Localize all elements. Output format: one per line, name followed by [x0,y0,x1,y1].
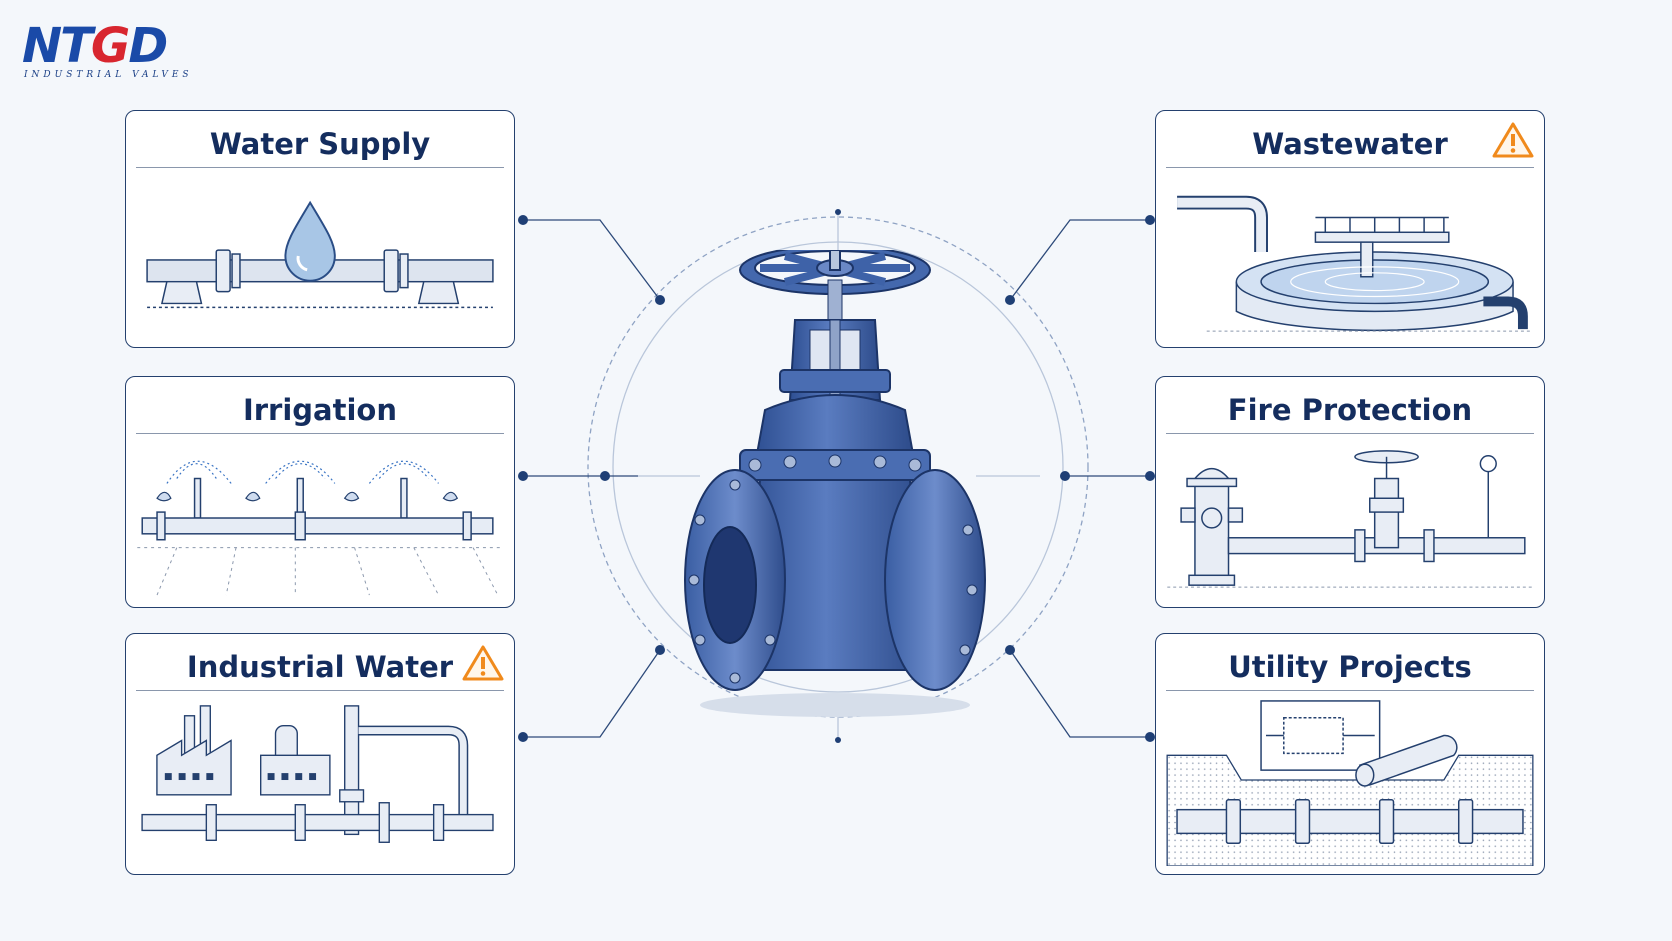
gate-valve-illustration [684,250,986,717]
warning-icon [1492,122,1534,158]
irrigation-illustration [136,439,504,599]
water-drop-icon [284,200,336,282]
connector-water-supply [523,219,661,301]
company-logo: NTGD INDUSTRIAL VALVES [22,20,212,82]
card-fire-protection: Fire Protection [1155,376,1545,608]
connector-industrial-water [523,649,661,738]
card-irrigation: Irrigation [125,376,515,608]
card-title: Fire Protection [1166,387,1534,434]
treatment-tank-illustration [1166,173,1534,339]
outer-ring [587,216,1089,718]
warning-icon [462,645,504,681]
handwheel [739,250,931,295]
card-title: Utility Projects [1166,644,1534,691]
logo-wordmark: NTGD [22,18,168,74]
connector-utility-projects [1009,649,1150,738]
card-water-supply: Water Supply [125,110,515,348]
card-industrial-water: Industrial Water [125,633,515,875]
card-utility-projects: Utility Projects [1155,633,1545,875]
connector-wastewater [1009,219,1150,301]
utility-trench-illustration [1166,696,1534,866]
factory-pipeline-illustration [136,696,504,866]
card-title: Water Supply [136,121,504,168]
water-pipe-illustration [136,173,504,339]
fire-hydrant-illustration [1166,439,1534,599]
logo-subtitle: INDUSTRIAL VALVES [24,70,193,80]
card-title: Irrigation [136,387,504,434]
card-wastewater: Wastewater [1155,110,1545,348]
card-title: Industrial Water [136,644,504,691]
card-title: Wastewater [1166,121,1534,168]
